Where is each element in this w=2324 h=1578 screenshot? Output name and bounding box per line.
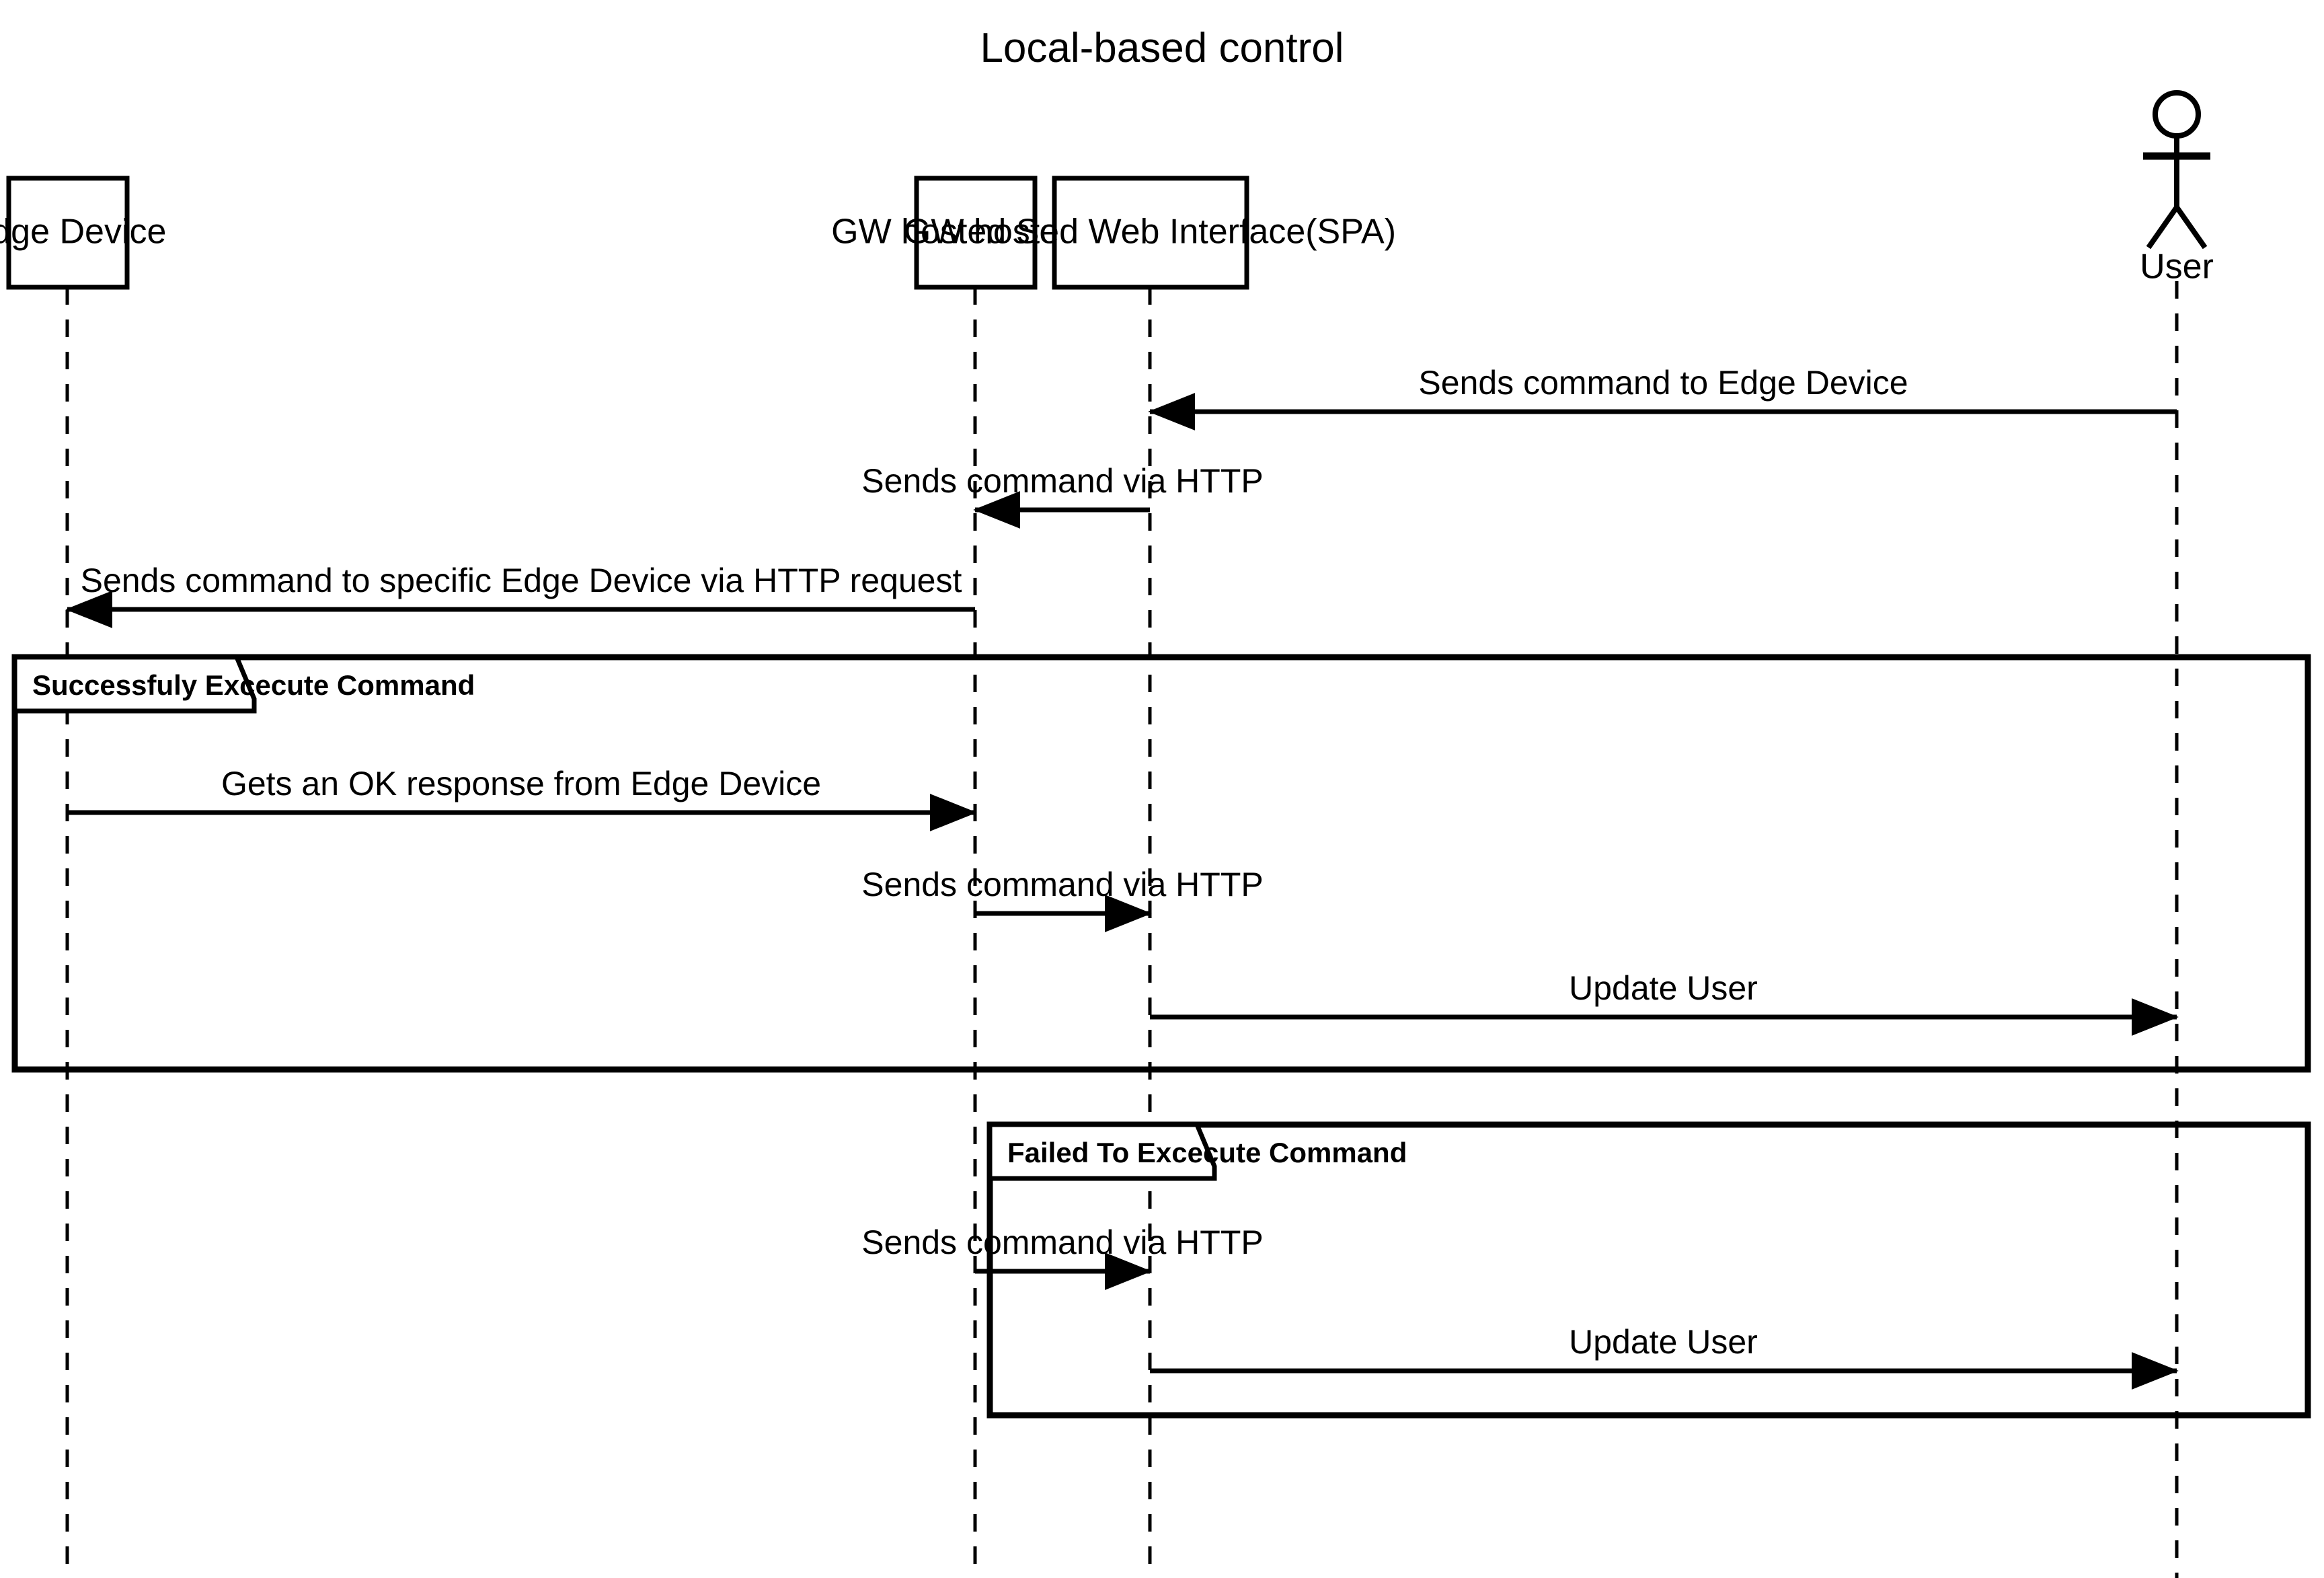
message-label: Sends command to specific Edge Device vi… (81, 562, 962, 599)
fragment-label: Successfuly Excecute Command (32, 669, 475, 701)
actor-leg-left-icon (2146, 205, 2179, 250)
message-m7[interactable]: Sends command via HTTP (861, 1224, 1264, 1290)
message-m8[interactable]: Update User (1150, 1323, 2179, 1390)
participant-label-user: User (2140, 248, 2214, 287)
participant-user[interactable]: User (2140, 90, 2214, 287)
fragment-tab (12, 654, 257, 714)
message-m5[interactable]: Sends command via HTTP (861, 866, 1264, 932)
message-label: Gets an OK response from Edge Device (221, 765, 821, 802)
actor-leg-right-icon (2174, 205, 2208, 250)
fragment-f1: Successfuly Excecute Command (11, 654, 2311, 1073)
participant-spa[interactable]: GW hosted Web Interface(SPA) (904, 176, 1396, 290)
message-label: Sends command via HTTP (861, 462, 1263, 500)
message-m4[interactable]: Gets an OK response from Edge Device (67, 765, 977, 831)
participant-box-spa[interactable] (1052, 176, 1249, 290)
participant-label-edge: Edge Device (0, 213, 166, 252)
participant-label-spa: GW hosted Web Interface(SPA) (904, 213, 1396, 252)
message-m1[interactable]: Sends command to Edge Device (1148, 364, 2177, 430)
participant-box-edge[interactable] (6, 176, 130, 290)
message-m6[interactable]: Update User (1150, 969, 2179, 1036)
message-label: Sends command via HTTP (861, 866, 1263, 903)
participant-edge[interactable]: Edge Device (0, 176, 166, 290)
participant-box-server[interactable] (914, 176, 1038, 290)
fragment-label: Failed To Excecute Command (1007, 1137, 1407, 1168)
message-label: Sends command to Edge Device (1418, 364, 1908, 402)
actor-head-icon (2153, 90, 2201, 139)
diagram-title: Local-based control (980, 25, 1344, 71)
message-m3[interactable]: Sends command to specific Edge Device vi… (65, 562, 975, 628)
message-m2[interactable]: Sends command via HTTP (861, 462, 1264, 529)
message-label: Sends command via HTTP (861, 1224, 1263, 1261)
fragment-border (11, 654, 2311, 1073)
fragment-tab (987, 1122, 1217, 1181)
message-label: Update User (1569, 1323, 1758, 1361)
message-label: Update User (1569, 969, 1758, 1007)
